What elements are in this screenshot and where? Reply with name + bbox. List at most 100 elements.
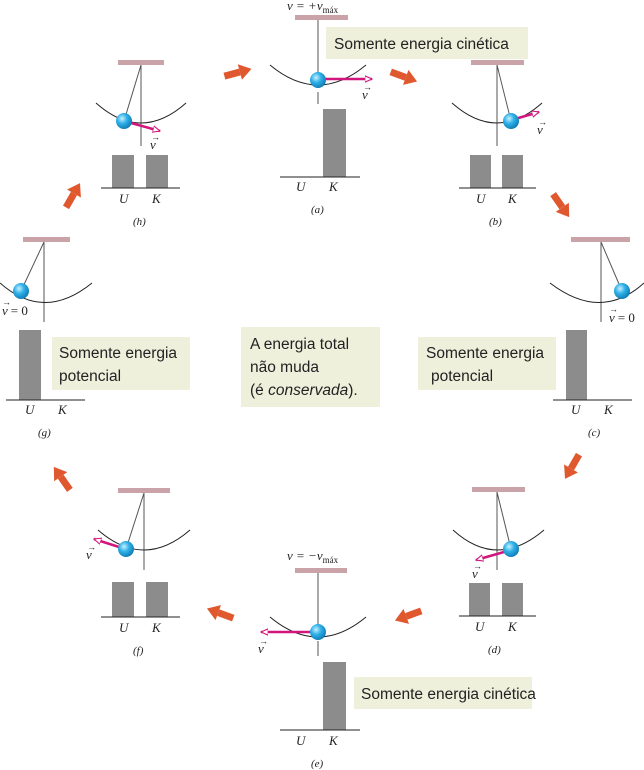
ceiling-bar [295,568,347,573]
bar-k [502,583,523,616]
panel-e: v = −vmáx v → U K (e) [258,548,367,770]
axis-k: K [57,402,68,417]
swing-arc [97,529,191,551]
ceiling-bar [23,237,70,242]
panel-c: v= 0 → U K (c) [549,237,644,439]
velocity-arrow [130,121,160,131]
axis-u: U [119,620,130,635]
box-text-line2: potencial [59,368,121,385]
velocity-label: v [362,87,368,102]
box-text-line1: Somente energia [426,345,544,362]
v-minus-max-label: v = −vmáx [287,548,339,565]
axis-k: K [507,191,518,206]
axis-u: U [25,402,36,417]
cycle-arrow-h-to-a [223,64,252,80]
string [600,241,623,292]
swing-arc [549,282,644,303]
bar-u [112,582,134,617]
pendulum-ball [503,113,519,129]
ceiling-bar [118,60,164,65]
pendulum-ball [503,541,519,557]
ceiling-bar [571,237,630,242]
total-line3: (é conservada). [250,382,358,399]
axis-u: U [476,191,487,206]
caption-g: (g) [38,427,51,439]
cycle-arrow-f-to-g [53,466,73,492]
velocity-label: v [86,547,92,562]
bar-u [112,155,134,188]
pendulum-ball [118,541,134,557]
velocity-zero-label: v= 0 [2,303,28,318]
axis-u: U [296,179,307,194]
energy-box-left: Somente energia potencial [52,337,190,390]
svg-text:→: → [473,561,482,571]
box-text-line1: Somente energia [59,345,177,362]
caption-b: (b) [489,216,502,228]
swing-arc [0,282,93,303]
panel-g: v= 0 → U K (g) [0,237,93,439]
velocity-label: v [472,566,478,581]
box-text: Somente energia cinética [334,36,509,53]
panel-b: v → U K (b) [451,60,547,228]
axis-u: U [571,402,582,417]
velocity-arrow [476,550,505,560]
axis-k: K [328,179,339,194]
pendulum-ball [116,113,132,129]
caption-h: (h) [133,216,146,228]
energy-box-bottom: Somente energia cinética [354,677,536,709]
svg-text:→: → [363,82,372,92]
axis-u: U [475,619,486,634]
panel-d: v → U K (d) [452,487,545,656]
string [496,491,512,550]
bar-u [566,330,587,400]
velocity-label: v [537,122,543,137]
velocity-label: v [150,137,156,152]
axis-k: K [151,620,162,635]
total-line1: A energia total [250,336,349,353]
velocity-arrow [94,539,120,549]
caption-a: (a) [311,204,324,216]
bar-k [323,662,346,730]
bar-u [470,155,491,188]
velocity-zero-label: v= 0 [609,310,635,325]
pendulum-ball [310,624,326,640]
cycle-arrow-d-to-e [394,607,423,624]
string [496,64,512,122]
axis-u: U [296,733,307,748]
ceiling-bar [471,60,524,65]
caption-f: (f) [133,645,144,657]
cycle-arrow-a-to-b [389,68,418,85]
velocity-arrow [514,112,539,121]
string [125,492,145,550]
ceiling-bar [472,487,525,492]
velocity-label: v [258,641,264,656]
box-text-line2: potencial [431,368,493,385]
caption-c: (c) [588,427,601,439]
bar-u [19,330,41,400]
bar-k [323,109,346,177]
axis-k: K [507,619,518,634]
pendulum-ball [310,72,326,88]
axis-u: U [119,191,130,206]
energy-box-top: Somente energia cinética [326,27,528,59]
cycle-arrows [53,64,583,624]
caption-e: (e) [311,758,324,770]
axis-k: K [328,733,339,748]
pendulum-ball [13,283,29,299]
cycle-arrow-e-to-f [206,605,235,622]
panel-f: v → U K (f) [86,488,191,657]
total-line2: não muda [250,359,319,376]
svg-text:→: → [259,636,268,646]
cycle-arrow-g-to-h [62,183,81,210]
cycle-arrow-c-to-d [564,452,583,479]
bar-u [469,583,490,616]
svg-text:→: → [87,542,96,552]
axis-k: K [603,402,614,417]
swing-arc [452,529,545,551]
string [123,64,142,122]
string [20,241,45,292]
axis-k: K [151,191,162,206]
swing-arc [95,102,187,124]
svg-text:→: → [609,304,618,314]
bar-k [502,155,523,188]
